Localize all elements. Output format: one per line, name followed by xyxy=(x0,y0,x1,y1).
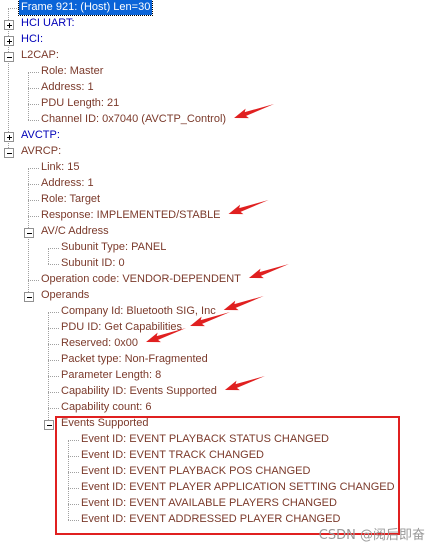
tree-node-subunit-type[interactable]: Subunit Type: PANEL xyxy=(61,241,167,253)
tree-connector xyxy=(28,104,39,105)
tree-connector xyxy=(48,344,59,345)
tree-node-event-5[interactable]: Event ID: EVENT AVAILABLE PLAYERS CHANGE… xyxy=(81,497,337,509)
tree-node-l2cap-channel-id[interactable]: Channel ID: 0x7040 (AVCTP_Control) xyxy=(41,113,227,125)
tree-branch-line xyxy=(28,104,29,120)
tree-connector xyxy=(28,200,39,201)
tree-branch-line xyxy=(68,488,69,504)
tree-branch-line xyxy=(8,136,9,152)
tree-connector xyxy=(28,120,39,121)
watermark: CSDN @阅后即奋 xyxy=(318,528,425,543)
hci-uart-expand-toggle[interactable] xyxy=(4,20,14,30)
tree-node-hci-uart[interactable]: HCI UART: xyxy=(21,17,75,29)
tree-branch-line xyxy=(68,456,69,472)
tree-node-l2cap-role[interactable]: Role: Master xyxy=(41,65,104,77)
tree-branch-line xyxy=(68,504,69,520)
tree-node-reserved[interactable]: Reserved: 0x00 xyxy=(61,337,139,349)
tree-branch-line xyxy=(68,472,69,488)
tree-branch-line xyxy=(68,440,69,456)
tree-node-l2cap-address[interactable]: Address: 1 xyxy=(41,81,94,93)
tree-connector xyxy=(68,440,79,441)
tree-node-capability-count[interactable]: Capability count: 6 xyxy=(61,401,152,413)
tree-connector xyxy=(68,504,79,505)
tree-branch-line xyxy=(28,72,29,88)
tree-branch-line xyxy=(48,392,49,408)
tree-branch-line xyxy=(28,168,29,184)
avc-address-collapse-toggle[interactable] xyxy=(24,228,34,238)
tree-branch-line xyxy=(28,200,29,216)
tree-connector xyxy=(8,8,19,9)
tree-node-pdu-id[interactable]: PDU ID: Get Capabilities xyxy=(61,321,183,333)
tree-connector xyxy=(28,280,39,281)
tree-branch-line xyxy=(8,24,9,40)
tree-connector xyxy=(48,248,59,249)
tree-branch-line xyxy=(48,376,49,392)
tree-branch-line xyxy=(8,8,9,24)
tree-node-event-1[interactable]: Event ID: EVENT PLAYBACK STATUS CHANGED xyxy=(81,433,329,445)
tree-connector xyxy=(68,520,79,521)
tree-node-event-6[interactable]: Event ID: EVENT ADDRESSED PLAYER CHANGED xyxy=(81,513,341,525)
tree-branch-line xyxy=(48,408,49,424)
hci-expand-toggle[interactable] xyxy=(4,36,14,46)
tree-branch-line xyxy=(8,56,9,136)
tree-branch-line xyxy=(8,40,9,56)
tree-node-avrcp[interactable]: AVRCP: xyxy=(21,145,62,157)
tree-node-event-4[interactable]: Event ID: EVENT PLAYER APPLICATION SETTI… xyxy=(81,481,395,493)
tree-node-l2cap[interactable]: L2CAP: xyxy=(21,49,59,61)
tree-node-event-2[interactable]: Event ID: EVENT TRACK CHANGED xyxy=(81,449,264,461)
tree-branch-line xyxy=(48,312,49,328)
avctp-expand-toggle[interactable] xyxy=(4,132,14,142)
tree-connector xyxy=(28,88,39,89)
tree-node-events-supported[interactable]: Events Supported xyxy=(61,417,149,429)
tree-connector xyxy=(68,472,79,473)
tree-node-company-id[interactable]: Company Id: Bluetooth SIG, Inc xyxy=(61,305,216,317)
tree-node-packet-type[interactable]: Packet type: Non-Fragmented xyxy=(61,353,208,365)
tree-branch-line xyxy=(48,248,49,264)
operands-collapse-toggle[interactable] xyxy=(24,292,34,302)
tree-node-operands[interactable]: Operands xyxy=(41,289,90,301)
tree-connector xyxy=(48,392,59,393)
tree-branch-line xyxy=(28,216,29,232)
tree-node-avrcp-role[interactable]: Role: Target xyxy=(41,193,101,205)
tree-node-hci[interactable]: HCI: xyxy=(21,33,43,45)
events-supported-collapse-toggle[interactable] xyxy=(44,420,54,430)
tree-node-avrcp-response[interactable]: Response: IMPLEMENTED/STABLE xyxy=(41,209,221,221)
tree-node-avrcp-address[interactable]: Address: 1 xyxy=(41,177,94,189)
tree-connector xyxy=(28,72,39,73)
tree-connector xyxy=(48,408,59,409)
tree-node-subunit-id[interactable]: Subunit ID: 0 xyxy=(61,257,125,269)
avrcp-collapse-toggle[interactable] xyxy=(4,148,14,158)
tree-connector xyxy=(68,456,79,457)
tree-branch-line xyxy=(28,88,29,104)
tree-node-avctp[interactable]: AVCTP: xyxy=(21,129,60,141)
tree-connector xyxy=(28,168,39,169)
tree-connector xyxy=(28,184,39,185)
tree-branch-line xyxy=(48,328,49,344)
tree-branch-line xyxy=(48,344,49,360)
tree-node-operation-code[interactable]: Operation code: VENDOR-DEPENDENT xyxy=(41,273,241,285)
tree-branch-line xyxy=(48,360,49,376)
tree-branch-line xyxy=(28,232,29,280)
tree-connector xyxy=(48,328,59,329)
tree-node-frame[interactable]: Frame 921: (Host) Len=30 xyxy=(17,0,154,16)
tree-node-avc-address[interactable]: AV/C Address xyxy=(41,225,109,237)
tree-node-parameter-length[interactable]: Parameter Length: 8 xyxy=(61,369,162,381)
tree-branch-line xyxy=(28,280,29,296)
tree-node-l2cap-pdu-length[interactable]: PDU Length: 21 xyxy=(41,97,120,109)
tree-node-capability-id[interactable]: Capability ID: Events Supported xyxy=(61,385,217,397)
tree-branch-line xyxy=(28,184,29,200)
l2cap-collapse-toggle[interactable] xyxy=(4,52,14,62)
tree-connector xyxy=(48,376,59,377)
tree-connector xyxy=(48,360,59,361)
tree-connector xyxy=(48,312,59,313)
tree-node-avrcp-link[interactable]: Link: 15 xyxy=(41,161,80,173)
tree-connector xyxy=(68,488,79,489)
tree-node-event-3[interactable]: Event ID: EVENT PLAYBACK POS CHANGED xyxy=(81,465,311,477)
tree-connector xyxy=(48,264,59,265)
tree-connector xyxy=(28,216,39,217)
